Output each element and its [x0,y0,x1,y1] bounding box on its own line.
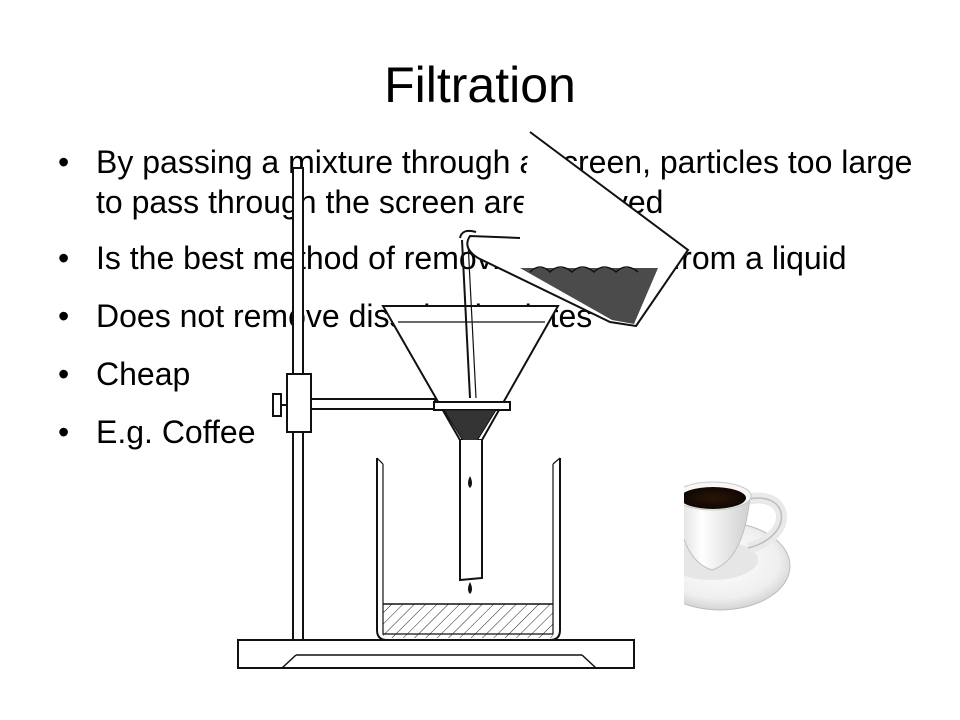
bullet-text: Cheap [96,356,191,392]
bullet-marker: • [58,414,70,450]
clamp [272,373,436,433]
stand-base [237,639,635,669]
bullet-item: • E.g. Coffee [58,412,918,452]
pouring-beaker [459,131,690,328]
bullet-marker: • [58,298,70,334]
slide-title: Filtration [384,57,576,113]
beaker [376,457,561,641]
bullet-marker: • [58,356,70,392]
bullet-text: E.g. Coffee [96,414,256,450]
bullet-item: • Cheap [58,354,918,394]
liquid-stream [461,239,471,399]
bullet-marker: • [58,144,70,180]
funnel [381,305,560,582]
droplets [468,476,472,594]
bullet-list: •By passing a mixture through a screen, … [58,142,918,470]
bullet-marker: • [58,240,70,276]
